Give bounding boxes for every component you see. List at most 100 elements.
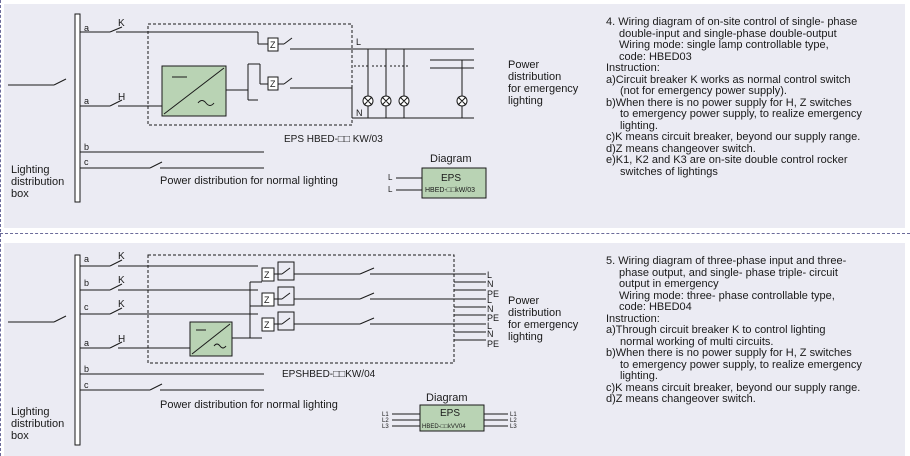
desc2-line-10: to emergency power supply, to realize em… [620, 358, 862, 371]
emergency2-line-4: lighting [508, 331, 543, 343]
emergency2-line-1: Power [508, 295, 540, 307]
box2-label-3: box [11, 430, 29, 442]
desc1-line-7: (not for emergency power supply). [620, 85, 787, 97]
mini2-right-2: L2 [510, 418, 517, 424]
desc2-line-1: 5. Wiring diagram of three-phase input a… [606, 255, 847, 267]
desc2-line-12: c)K means circuit breaker, beyond our su… [606, 381, 861, 394]
desc1-line-10: lighting. [620, 119, 658, 132]
desc1-line-3: Wiring mode: single lamp controllable ty… [619, 39, 829, 51]
terminal-9: PE [487, 339, 499, 349]
mini2-left-2: L2 [382, 418, 389, 424]
breaker2-k2-label: K [118, 275, 125, 286]
box2-label-2: distribution [11, 418, 64, 430]
desc2-line-11: lighting. [620, 370, 658, 382]
desc1-line-12: d)Z means changeover switch. [606, 142, 756, 155]
desc2-line-9: b)When there is no power supply for H, Z… [606, 347, 852, 359]
terminal-8: N [487, 329, 494, 339]
bus-label-h: a [84, 96, 89, 106]
emergency-line-4: lighting [508, 95, 543, 107]
emergency2-line-3: for emergency [508, 319, 579, 331]
breaker2-k1-label: K [118, 251, 125, 262]
desc1-line-14: switches of lightings [620, 165, 718, 178]
terminal-l-label: L [356, 37, 361, 47]
terminal-4: L [487, 295, 492, 305]
diagram-1-labels: a K a H Z Z L N b c Power distribution f… [11, 18, 579, 200]
bus2-label-a: a [84, 254, 89, 264]
normal2-lighting-label: Power distribution for normal lighting [160, 399, 338, 411]
desc1-line-8: b)When there is no power supply for H, Z… [606, 96, 852, 109]
description-2: 5. Wiring diagram of three-phase input a… [606, 255, 862, 406]
desc1-line-6: a)Circuit breaker K works as normal cont… [606, 73, 851, 86]
bus-label-a: a [84, 23, 89, 33]
box-label-1: Lighting [11, 164, 50, 176]
emergency-line-3: for emergency [508, 83, 579, 95]
switch2-z2-label: Z [264, 295, 270, 305]
switch-z1-label: Z [270, 40, 276, 50]
desc1-line-1: 4. Wiring diagram of on-site control of … [606, 16, 858, 28]
bus2-label-b2: b [84, 364, 89, 374]
diagram-1 [8, 13, 487, 203]
switch2-z1-label: Z [264, 270, 270, 280]
emergency-line-1: Power [508, 59, 540, 71]
emergency-line-2: distribution [508, 71, 561, 83]
desc2-line-13: d)Z means changeover switch. [606, 393, 756, 405]
terminal-1: L [487, 270, 492, 280]
terminal-n-label: N [356, 108, 363, 118]
lamp-branches [354, 49, 474, 118]
switch2-z3-label: Z [264, 320, 270, 330]
desc2-line-6: Instruction: [606, 312, 660, 325]
switch-z2-label: Z [270, 79, 276, 89]
mini2-eps-label: EPS [440, 408, 460, 419]
mini-l1-label: L [388, 173, 393, 182]
left-border [0, 0, 1, 456]
desc1-line-2: double-input and single-phase double-out… [619, 27, 837, 40]
bus-label-b: b [84, 142, 89, 152]
mini2-left-1: L1 [382, 412, 389, 418]
desc2-line-7: a)Through circuit breaker K to control l… [606, 324, 826, 336]
breaker-k-label: K [118, 18, 125, 29]
terminal-5: N [487, 304, 494, 314]
bus2-label-c2: c [84, 380, 89, 390]
bus-label-c: c [84, 157, 89, 167]
desc1-line-9: to emergency power supply, to realize em… [620, 108, 862, 120]
eps-model-label: EPS HBED-□□ KW/03 [284, 134, 383, 145]
mini2-left-3: L3 [382, 424, 389, 430]
terminal-7: L [487, 321, 492, 331]
diagram2-title: Diagram [426, 392, 468, 404]
breaker2-k3-label: K [118, 299, 125, 310]
description-1: 4. Wiring diagram of on-site control of … [606, 16, 862, 178]
mini2-right-1: L1 [510, 412, 517, 418]
breaker-h-label: H [118, 92, 125, 103]
terminal-6: PE [487, 313, 499, 323]
eps2-model-label: EPSHBED-□□KW/04 [282, 369, 376, 380]
mini2-code-label: HBED-□□kVV04 [422, 424, 466, 430]
terminal-2: N [487, 279, 494, 289]
breaker2-h-label: H [118, 334, 125, 345]
desc1-line-11: c)K means circuit breaker, beyond our su… [606, 131, 861, 143]
mini2-right-3: L3 [510, 424, 517, 430]
desc1-line-5: Instruction: [606, 62, 660, 74]
mini-code-label: HBED-□□kW/03 [425, 187, 475, 194]
desc1-line-13: e)K1, K2 and K3 are on-site double contr… [606, 154, 848, 166]
desc1-line-4: code: HBED03 [619, 50, 692, 63]
desc2-line-8: normal working of multi circuits. [620, 335, 774, 348]
desc2-line-3: output in emergency [619, 278, 719, 290]
box-label-2: distribution [11, 176, 64, 188]
box-label-3: box [11, 188, 29, 200]
mini-eps-label: EPS [441, 173, 461, 184]
terminal-3: PE [487, 289, 499, 299]
normal-lighting-label: Power distribution for normal lighting [160, 175, 338, 187]
desc2-line-4: Wiring mode: three- phase controllable t… [619, 289, 835, 302]
diagram-title: Diagram [430, 153, 472, 165]
emergency2-line-2: distribution [508, 307, 561, 319]
bus2-label-h: a [84, 338, 89, 348]
section-divider [0, 233, 910, 234]
bus2-label-b: b [84, 278, 89, 288]
bus2-label-c: c [84, 302, 89, 312]
desc2-line-2: phase output, and single- phase triple- … [619, 266, 838, 279]
mini-l2-label: L [388, 185, 393, 194]
box2-label-1: Lighting [11, 406, 50, 418]
desc2-line-5: code: HBED04 [619, 301, 692, 313]
diagram-2-labels: a K b K c K a H Z Z Z b c L N PE L N PE … [11, 251, 579, 442]
